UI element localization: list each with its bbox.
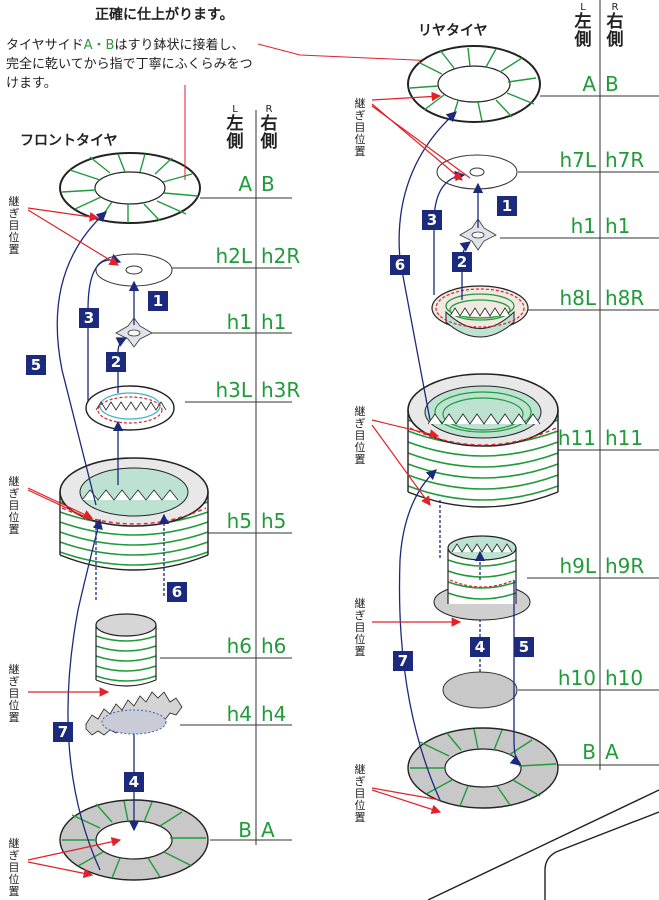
sheet-outline <box>427 789 659 900</box>
front-step-2: 2 <box>106 352 126 372</box>
seam-label: 継ぎ目位置 <box>354 763 366 824</box>
rear-row-6-right: h9R <box>605 554 645 578</box>
front-ring-h3 <box>85 385 175 431</box>
front-row-8-left: B <box>238 818 252 842</box>
front-row-5-left: h5 <box>226 509 252 533</box>
seam-label: 継ぎ目位置 <box>8 195 20 256</box>
front-step-3: 3 <box>79 308 99 328</box>
rear-core-h9 <box>433 535 531 621</box>
rear-step-1: 1 <box>497 196 517 216</box>
front-row-8-right: A <box>261 818 275 842</box>
front-step-7: 7 <box>53 722 73 742</box>
front-sidewall-b <box>59 799 209 881</box>
front-row-7-left: h4 <box>226 702 252 726</box>
front-core-h6 <box>95 613 157 687</box>
rear-row-3-left: h1 <box>570 214 596 238</box>
rear-step-5: 5 <box>514 637 534 657</box>
rear-sidewall-b <box>407 727 559 809</box>
rear-step-3: 3 <box>422 210 442 230</box>
front-row-2-right: h2R <box>261 244 301 268</box>
rear-row-7-right: h10 <box>605 666 644 690</box>
rear-row-7-left: h10 <box>557 666 596 690</box>
rear-row-4-right: h8R <box>605 286 645 310</box>
rear-step-7: 7 <box>393 651 413 671</box>
rear-tread-h11 <box>407 373 559 508</box>
rear-row-4-left: h8L <box>559 286 596 310</box>
front-row-5-right: h5 <box>261 509 287 533</box>
rear-row-6-left: h9L <box>559 554 596 578</box>
seam-label: 継ぎ目位置 <box>354 97 366 158</box>
seam-label: 継ぎ目位置 <box>354 597 366 658</box>
rear-step-6: 6 <box>390 255 410 275</box>
rear-cup-h8 <box>431 285 529 338</box>
front-step-1: 1 <box>148 291 168 311</box>
rear-tire-title: リヤタイヤ <box>418 23 488 39</box>
rear-row-1-right: B <box>605 72 619 96</box>
front-row-1-left: A <box>238 172 252 196</box>
rear-row-8-right: A <box>605 740 619 764</box>
header-caption: 正確に仕上がります。 <box>95 7 234 23</box>
front-row-3-right: h1 <box>261 310 287 334</box>
rear-row-2-right: h7R <box>605 148 645 172</box>
seam-label: 継ぎ目位置 <box>8 837 20 898</box>
rear-step-4: 4 <box>470 637 490 657</box>
rear-row-5-left: h11 <box>557 426 596 450</box>
front-tire-title: フロントタイヤ <box>20 133 118 149</box>
rear-row-8-left: B <box>582 740 596 764</box>
front-row-2-left: h2L <box>215 244 252 268</box>
rear-row-2-left: h7L <box>559 148 596 172</box>
front-step-6: 6 <box>167 582 187 602</box>
front-row-7-right: h4 <box>261 702 287 726</box>
rear-row-5-right: h11 <box>605 426 644 450</box>
front-row-6-left: h6 <box>226 634 252 658</box>
front-row-1-right: B <box>261 172 275 196</box>
front-tread-h5 <box>59 457 209 571</box>
front-step-5: 5 <box>26 355 46 375</box>
rear-row-1-left: A <box>582 72 596 96</box>
seam-label: 継ぎ目位置 <box>8 475 20 536</box>
front-gear-h4 <box>85 691 183 736</box>
front-row-4-left: h3L <box>215 378 252 402</box>
front-row-6-right: h6 <box>261 634 287 658</box>
assembly-note: タイヤサイドA・Bはすり鉢状に接着し、完全に乾いてから指で丁寧にふくらみをつけま… <box>6 38 253 91</box>
seam-label: 継ぎ目位置 <box>8 663 20 724</box>
seam-label: 継ぎ目位置 <box>354 405 366 466</box>
front-sidewall-a <box>59 152 201 224</box>
rear-row-3-right: h1 <box>605 214 631 238</box>
rear-step-2: 2 <box>452 252 472 272</box>
front-step-4: 4 <box>124 772 144 792</box>
rear-sidewall-a <box>407 45 541 123</box>
front-row-4-right: h3R <box>261 378 301 402</box>
front-row-3-left: h1 <box>226 310 252 334</box>
